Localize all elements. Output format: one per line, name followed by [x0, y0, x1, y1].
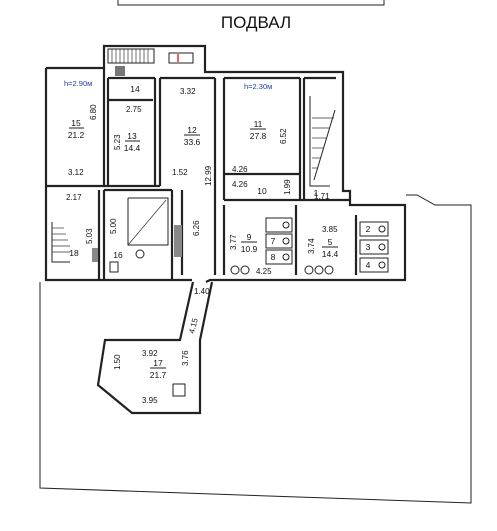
room-13: 13 14.4: [124, 131, 141, 153]
dimension-label: 3.74: [307, 238, 316, 254]
room-number: 17: [153, 358, 163, 368]
room-number: 11: [254, 119, 263, 129]
room-10-number: 10: [257, 186, 267, 196]
interior-walls: [46, 68, 358, 280]
room-area: 10.9: [241, 244, 258, 254]
room-18-number: 18: [69, 248, 79, 258]
dimension-label: 4.26: [232, 180, 248, 189]
room-1-number: 1: [314, 188, 319, 198]
room-2-number: 2: [366, 224, 371, 234]
room-number: 13: [127, 131, 137, 141]
room-number: 5: [328, 237, 333, 247]
room-16-number: 16: [113, 250, 123, 260]
dimension-label: 1.99: [283, 179, 292, 195]
room-14-number: 14: [130, 84, 140, 94]
dimension-label: 5.23: [113, 134, 122, 150]
dimension-label: 2.17: [66, 193, 82, 202]
top-frame: [117, 0, 385, 6]
dimension-label: 3.85: [322, 225, 338, 234]
dimension-label: 1.52: [172, 168, 188, 177]
room-15: 15 21.2: [68, 118, 85, 140]
room-area: 21.7: [150, 370, 167, 380]
outer-walls: [44, 44, 407, 415]
dimension-label: 3.12: [68, 168, 84, 177]
dimension-label: 4.15: [187, 317, 200, 335]
dimension-label: 5.03: [85, 228, 94, 244]
room-area: 33.6: [184, 137, 201, 147]
dimension-labels: 6.80 3.12 2.75 5.23 3.32 1.52 12.99 6.52…: [66, 87, 338, 405]
room-area: 14.4: [322, 249, 339, 259]
room-9: 9 10.9: [241, 232, 258, 254]
room-12: 12 33.6: [184, 125, 201, 147]
dimension-label: 1.71: [314, 192, 330, 201]
dimension-label: 6.80: [89, 104, 98, 120]
room-area: 21.2: [68, 130, 85, 140]
room-area: 27.8: [250, 131, 267, 141]
dimension-label: 5.00: [109, 218, 118, 234]
room-number: 9: [247, 232, 252, 242]
dimension-label: 1.40: [194, 287, 210, 296]
dimension-label: 3.92: [142, 349, 158, 358]
interior-stairs: [51, 96, 336, 263]
ceiling-height-label: h=2.90м: [64, 79, 92, 88]
dimension-label: 1.50: [113, 354, 122, 370]
dimension-label: 3.95: [142, 396, 158, 405]
room-11: 11 27.8: [250, 119, 267, 141]
room-17: 17 21.7: [150, 358, 167, 380]
room-area: 14.4: [124, 143, 141, 153]
dimension-label: 3.32: [180, 87, 196, 96]
plan-title: ПОДВАЛ: [221, 13, 291, 32]
dimension-label: 3.77: [229, 234, 238, 250]
dimension-label: 6.52: [279, 128, 288, 144]
room-7-number: 7: [271, 236, 276, 246]
room-3-number: 3: [366, 242, 371, 252]
dimension-label: 12.99: [204, 165, 213, 186]
ceiling-height-label: h=2.30м: [244, 82, 272, 91]
plot-boundary: [39, 194, 472, 504]
room-number: 12: [187, 125, 197, 135]
room-5: 5 14.4: [322, 237, 339, 259]
dimension-label: 2.75: [126, 105, 142, 114]
entrance-stair: [107, 48, 194, 76]
dimension-label: 3.76: [181, 350, 190, 366]
dimension-label: 6.26: [192, 220, 201, 236]
sanitary-fixtures: [109, 217, 389, 397]
room-4-number: 4: [366, 260, 371, 270]
dimension-label: 4.25: [256, 267, 272, 276]
dimension-label: 4.26: [232, 165, 248, 174]
room-8-number: 8: [271, 252, 276, 262]
room-number: 15: [71, 118, 81, 128]
